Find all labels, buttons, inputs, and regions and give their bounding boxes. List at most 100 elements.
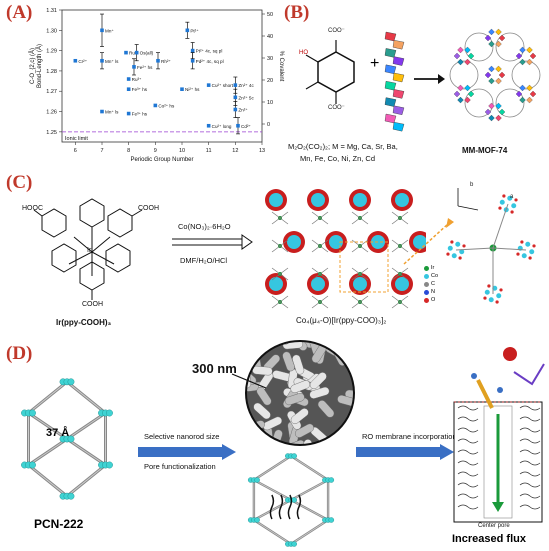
panel-label-d: (D) [6,343,33,364]
zr-node [29,409,36,417]
water-molecule [471,373,477,379]
crystal-packing-view [265,189,426,309]
data-point-label: Ru²⁺ [129,51,139,56]
lattice-linker-core [66,381,106,414]
mof74-node [495,28,502,36]
nanorod [290,380,311,393]
nanorod [290,408,309,425]
legend-swatch [424,289,429,295]
zr-node [328,477,335,483]
metal-polyhedron [384,64,397,75]
reagent-label: Co(NO₃)₂·6H₂O [178,222,231,231]
y-tick-label: 1.29 [46,49,57,55]
co-atom [447,245,453,251]
mof74-framework [449,28,541,122]
polymer-chain [457,493,479,499]
o-atom [502,194,506,198]
metal-polyhedron [384,31,397,42]
mof74-pore [511,60,541,90]
data-point [233,107,238,112]
linker [455,247,494,251]
data-point-label: Zn²⁺ 4c [238,83,254,88]
ro-membrane [453,347,545,523]
legend-swatch [424,297,429,303]
co-cluster-core [311,277,325,291]
metal-polyhedron [384,48,397,58]
mof74-pore [495,88,525,118]
co-cluster-core [311,193,325,207]
cooh-right-label: COOH [138,205,159,212]
data-point-label: Pd²⁺ 4c, sq pl [196,59,224,64]
co-atom [459,249,465,255]
cluster-detail [446,188,536,304]
x-tick-label: 13 [259,148,265,154]
plot-frame [61,9,263,143]
metal-chain [384,31,405,132]
formula-line2: Mn, Fe, Co, Ni, Zn, Cd [300,154,376,163]
mof74-node [519,96,526,104]
nanorod [255,438,266,445]
o-atom [510,210,514,214]
data-point-label: Fe³⁺ hs [132,112,148,117]
y2-tick-label: 30 [267,56,273,62]
data-point [156,58,160,63]
co-cluster-core [269,193,283,207]
sem-image [245,340,355,446]
polymer-chain [457,504,479,510]
data-point-label: Ni²⁺ hs [185,87,200,92]
functional-group [296,494,302,520]
lattice-linker-core [290,455,329,481]
mof74-node [488,40,495,48]
legend-item: C [424,280,448,288]
o-atom [516,252,520,256]
nanorod [284,393,305,406]
step2-arrow [356,444,454,460]
lattice-linker-core [28,438,68,466]
ligand-bond [271,295,289,309]
nanorod [309,386,330,399]
y-tick-label: 1.31 [46,8,57,14]
lattice-linker-core [66,464,106,497]
co-atom [499,199,505,205]
mof74-node [457,84,464,92]
data-point [206,83,211,87]
nanorod [317,400,335,418]
lattice-linker-core [253,455,292,481]
water-molecule [497,387,503,393]
data-point [190,58,195,63]
zr-node [106,461,113,469]
linker [492,247,527,251]
data-point [124,50,128,55]
co-cluster-core [269,277,283,291]
legend-swatch [424,273,429,279]
ligand-bond [391,239,409,253]
data-point-label: Mn⁺ ls [105,59,119,64]
panel-label-a: (A) [6,2,33,23]
o-atom [514,198,518,202]
coo-label-bottom: COO⁻ [328,105,345,111]
data-point-label: Cr²⁺ [78,59,87,64]
polymer-chain [457,427,479,433]
co-cluster-core [413,235,426,249]
flux-arrow-head [492,502,504,512]
mof74-node [519,84,526,92]
mof74-node [515,90,523,98]
zr-node [328,517,335,523]
o-atom [446,252,450,256]
ligand-bond [351,295,369,309]
data-point [134,50,139,55]
polymer-chain [457,416,479,422]
data-point-label: Mn⁺ ls [105,110,119,115]
lattice-linker-core [290,479,329,501]
co-cluster-core [353,277,367,291]
co-atom [521,253,527,259]
plus-sign: + [370,55,380,72]
zr-node [291,497,297,503]
mof74-node [488,102,495,110]
legend-label: C [431,281,435,287]
sem-pointer [231,373,267,389]
mof74-node [453,90,461,98]
data-point [73,58,78,63]
mof74-node [464,84,471,92]
nanorod [344,389,354,400]
